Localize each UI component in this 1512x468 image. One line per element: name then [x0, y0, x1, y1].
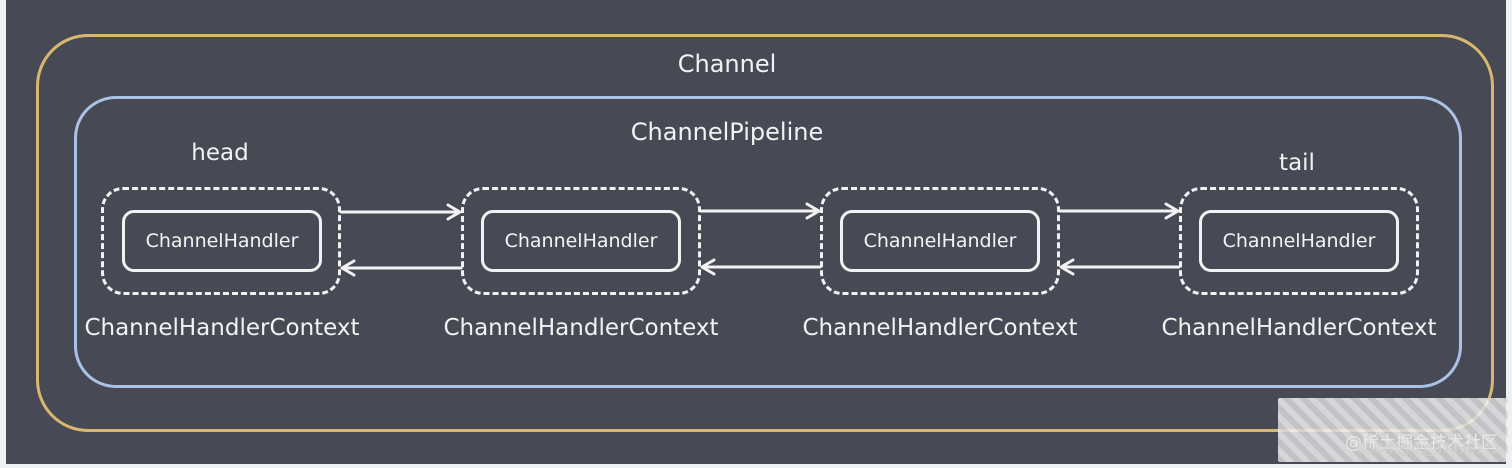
arrow-forward-2 [699, 202, 821, 220]
head-label: head [191, 140, 249, 166]
watermark-overlay [1278, 398, 1508, 462]
context-box-tail [1179, 187, 1419, 295]
arrow-backward-1 [340, 259, 463, 277]
arrow-backward-2 [700, 258, 822, 276]
handler-box-head: ChannelHandler [122, 210, 322, 272]
arrow-forward-3 [1058, 202, 1180, 220]
context-label-tail: ChannelHandlerContext [1161, 315, 1437, 341]
context-box-head [101, 187, 341, 295]
watermark-text-juejin: @稀土掘金技术社区 [1345, 433, 1498, 453]
context-label-2: ChannelHandlerContext [443, 315, 719, 341]
pipeline-container [74, 96, 1462, 388]
pipeline-label: ChannelPipeline [630, 118, 824, 146]
arrows-layer [339, 202, 1181, 277]
diagram-canvas: Channel ChannelPipeline head tail Channe… [6, 0, 1506, 464]
watermark-text-csdn: CSDN @qq_37436172 [1356, 442, 1500, 457]
channel-container [36, 34, 1494, 432]
context-label-head: ChannelHandlerContext [84, 315, 360, 341]
tail-label: tail [1279, 150, 1315, 176]
channel-label: Channel [677, 50, 777, 78]
context-box-2 [461, 187, 701, 295]
arrow-backward-3 [1059, 258, 1181, 276]
handler-box-3: ChannelHandler [840, 210, 1040, 272]
context-label-3: ChannelHandlerContext [802, 315, 1078, 341]
context-box-3 [820, 187, 1060, 295]
arrow-forward-1 [339, 203, 462, 221]
handler-box-tail: ChannelHandler [1199, 210, 1399, 272]
handler-box-2: ChannelHandler [481, 210, 681, 272]
